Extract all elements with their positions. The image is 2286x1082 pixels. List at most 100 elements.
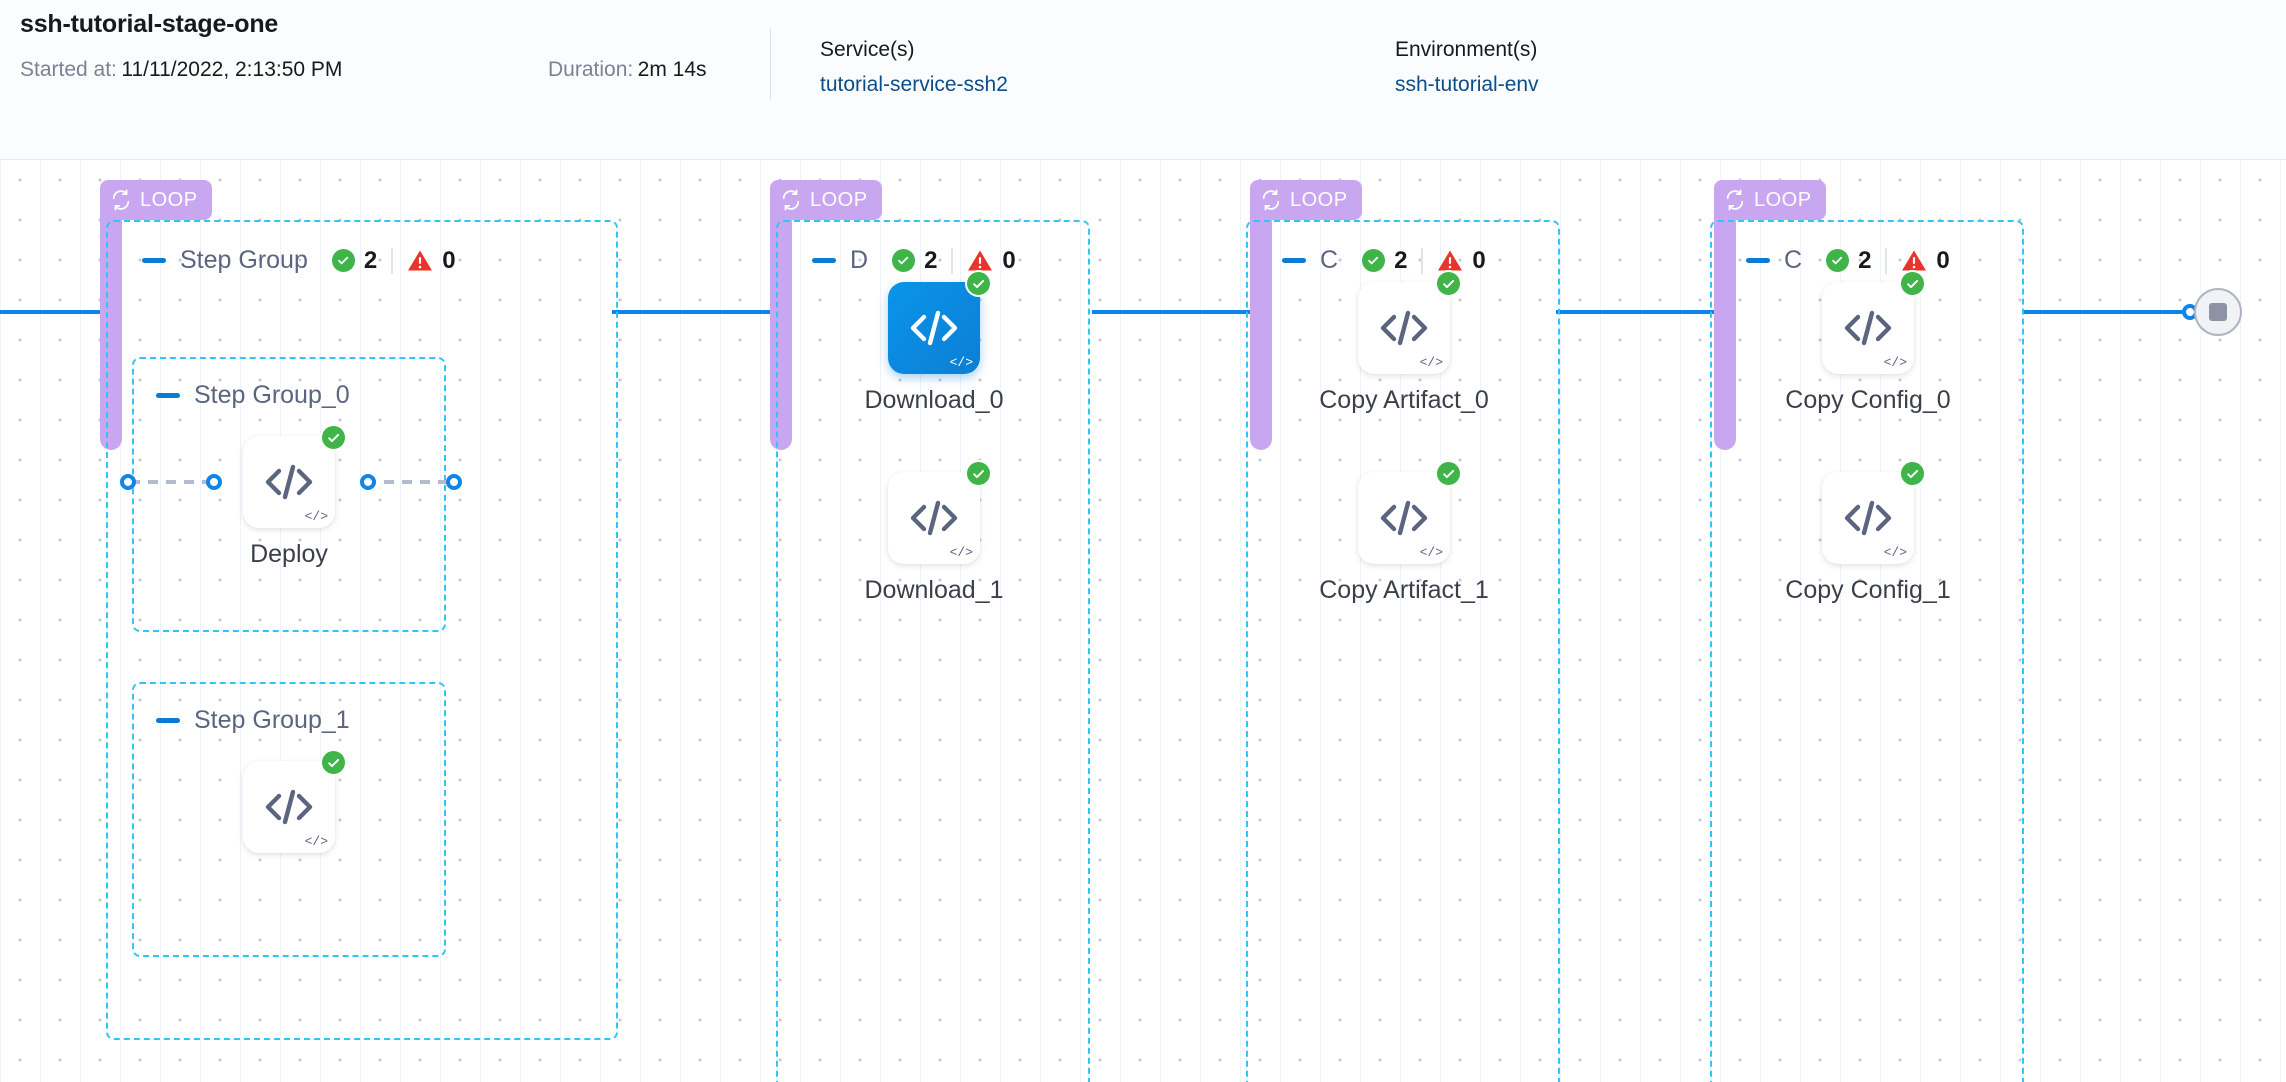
step-node-label: Download_1 [864, 576, 1004, 604]
success-count: 2 [363, 246, 378, 274]
code-corner-icon: </> [1419, 355, 1443, 370]
code-corner-icon: </> [304, 509, 328, 524]
dashed-link-left [130, 480, 216, 484]
loop-badge[interactable]: LOOP [770, 180, 882, 220]
started-at-label: Started at: [20, 58, 117, 81]
step-node-deploy-1[interactable]: </> [243, 749, 347, 853]
code-corner-icon: </> [304, 834, 328, 849]
code-icon [1844, 310, 1892, 346]
subgroup-box-step-group-1[interactable]: Step Group_1 </> [132, 682, 446, 957]
stop-square-icon [2209, 303, 2227, 321]
collapse-minus-icon[interactable] [142, 258, 166, 263]
group-title: D [850, 246, 869, 274]
warning-triangle-icon [1437, 249, 1463, 272]
duration-meta: Duration: 2m 14s [548, 58, 707, 82]
group-title: C [1320, 246, 1339, 274]
connector-dot-inner-left[interactable] [206, 474, 222, 490]
loop-icon [1726, 189, 1744, 211]
loop-badge-label: LOOP [1754, 188, 1812, 211]
group-box-copy-config[interactable]: C 2 0 [1710, 220, 2024, 1082]
collapse-minus-icon[interactable] [156, 393, 180, 398]
code-corner-icon: </> [1419, 545, 1443, 560]
subgroup-title: Step Group_1 [194, 706, 350, 734]
duration-value: 2m 14s [637, 58, 707, 81]
status-badge-success [1899, 460, 1926, 487]
success-count: 2 [1858, 246, 1872, 274]
loop-badge[interactable]: LOOP [100, 180, 212, 220]
count-divider [1885, 247, 1888, 274]
step-node-tile[interactable]: </> [1358, 460, 1462, 564]
dashed-link-right [366, 480, 452, 484]
step-node-copy-config-1[interactable]: </> Copy Config_1 [1785, 460, 1951, 604]
loop-badge-label: LOOP [1290, 188, 1348, 211]
success-count: 2 [924, 246, 938, 274]
subgroup-box-step-group-0[interactable]: Step Group_0 </> Deploy [120, 357, 462, 632]
collapse-minus-icon[interactable] [156, 718, 180, 723]
status-badge-success [1435, 270, 1462, 297]
step-node-tile[interactable]: </> [1822, 270, 1926, 374]
step-node-label: Copy Artifact_0 [1319, 386, 1489, 414]
group-box-download[interactable]: D 2 0 [776, 220, 1090, 1082]
code-icon [910, 500, 958, 536]
group-status-counts: 2 0 [1362, 247, 1486, 275]
step-node-tile[interactable]: </> [1822, 460, 1926, 564]
loop-badge-label: LOOP [810, 188, 868, 211]
check-circle-icon [1826, 249, 1850, 272]
step-node-label: Download_0 [864, 386, 1004, 414]
group-status-counts: 2 0 [1826, 247, 1950, 275]
pipeline-end-node[interactable] [2194, 288, 2242, 336]
step-node-tile[interactable]: </> [243, 749, 347, 853]
step-node-download-1[interactable]: </> Download_1 [865, 460, 1004, 604]
loop-badge[interactable]: LOOP [1714, 180, 1826, 220]
step-node-deploy[interactable]: </> Deploy [243, 424, 347, 568]
loop-icon [112, 189, 130, 211]
status-badge-success [965, 270, 992, 297]
step-node-tile[interactable]: </> [888, 460, 992, 564]
step-node-download-0[interactable]: </> Download_0 [865, 270, 1004, 414]
connector-dot-outer-left[interactable] [120, 474, 136, 490]
service-link[interactable]: tutorial-service-ssh2 [820, 73, 1008, 96]
group-box-copy-artifact[interactable]: C 2 0 [1246, 220, 1560, 1082]
connector-dot-inner-right[interactable] [360, 474, 376, 490]
loop-badge-label: LOOP [140, 188, 198, 211]
step-node-tile[interactable]: </> [243, 424, 347, 528]
check-circle-icon [892, 249, 916, 272]
error-count: 0 [1936, 246, 1950, 274]
connector-line-3 [1556, 310, 1716, 314]
environment-link[interactable]: ssh-tutorial-env [1395, 73, 1539, 96]
code-icon [1380, 310, 1428, 346]
group-header-copy-config: C 2 0 [1746, 246, 1950, 275]
group-status-counts: 2 0 [331, 246, 456, 275]
duration-label: Duration: [548, 58, 634, 81]
error-count: 0 [1002, 246, 1016, 274]
loop-side-bar [1250, 180, 1272, 450]
status-badge-success [965, 460, 992, 487]
count-divider [391, 247, 394, 274]
step-node-copy-config-0[interactable]: </> Copy Config_0 [1785, 270, 1951, 414]
code-icon [1844, 500, 1892, 536]
collapse-minus-icon[interactable] [812, 258, 836, 263]
error-count: 0 [442, 246, 456, 274]
loop-badge[interactable]: LOOP [1250, 180, 1362, 220]
collapse-minus-icon[interactable] [1746, 258, 1770, 263]
header-divider [770, 28, 771, 100]
step-node-label: Deploy [250, 540, 328, 568]
collapse-minus-icon[interactable] [1282, 258, 1306, 263]
loop-icon [782, 189, 800, 211]
status-badge-success [1435, 460, 1462, 487]
pipeline-graph-canvas[interactable]: LOOP Step Group 2 0 [0, 160, 2286, 1082]
step-node-tile[interactable]: </> [888, 270, 992, 374]
warning-triangle-icon [407, 249, 433, 272]
step-node-label: Copy Config_1 [1785, 576, 1951, 604]
code-icon [910, 310, 958, 346]
started-at-value: 11/11/2022, 2:13:50 PM [121, 58, 343, 81]
connector-dot-outer-right[interactable] [446, 474, 462, 490]
connector-line-exit [2022, 310, 2192, 314]
step-node-copy-artifact-1[interactable]: </> Copy Artifact_1 [1319, 460, 1489, 604]
group-box-step-group[interactable]: Step Group 2 0 [106, 220, 618, 1040]
code-icon [265, 464, 313, 500]
loop-side-bar [100, 180, 122, 450]
step-node-tile[interactable]: </> [1358, 270, 1462, 374]
step-node-label: Copy Artifact_1 [1319, 576, 1489, 604]
step-node-copy-artifact-0[interactable]: </> Copy Artifact_0 [1319, 270, 1489, 414]
